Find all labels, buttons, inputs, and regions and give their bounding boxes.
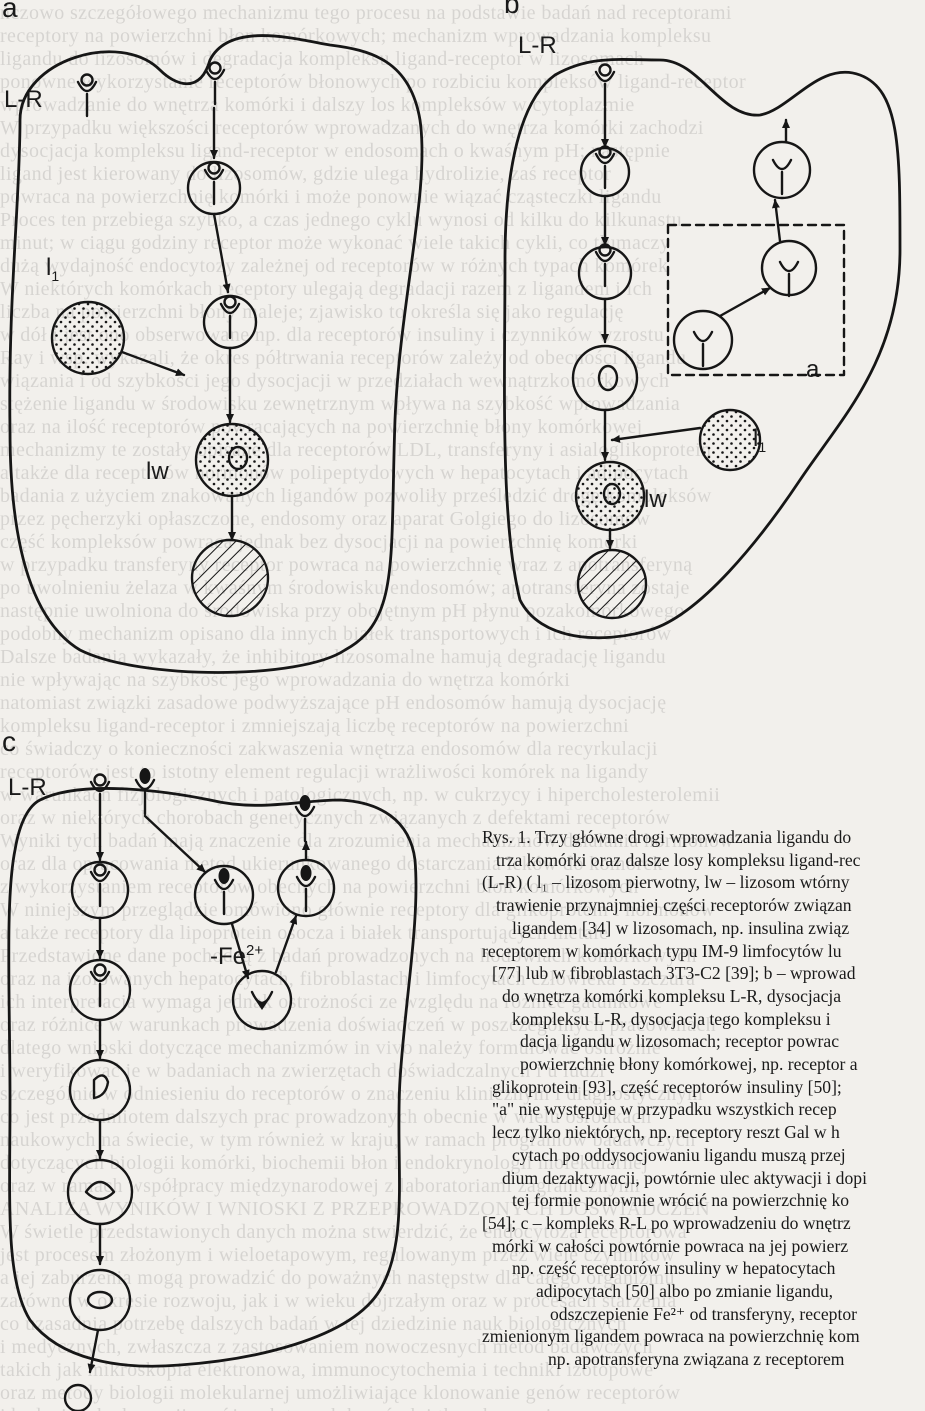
- caption-line: [77] lub w fibroblastach 3T3-C2 [39]; b …: [482, 962, 925, 985]
- caption-line: dium dezaktywacji, powtórnie ulec aktywa…: [482, 1167, 925, 1190]
- figure-caption: Rys. 1. Trzy główne drogi wprowadzania l…: [482, 826, 925, 1411]
- caption-line: cytach po oddysocjowaniu ligandu muszą p…: [482, 1144, 925, 1167]
- caption-line: odszczepienie Fe²⁺ od transferyny, recep…: [482, 1303, 925, 1326]
- panel-c: [9, 768, 416, 1411]
- caption-line: dacja ligandu w lizosomach; receptor pow…: [482, 1030, 925, 1053]
- caption-line: kompleksu L-R, dysocjacja tego kompleksu…: [482, 1008, 925, 1031]
- panel-b: [504, 59, 900, 637]
- caption-line: mórki w całości powtórnie powraca na jej…: [482, 1235, 925, 1258]
- caption-line: tej formie ponownie wrócić na powierzchn…: [482, 1189, 925, 1212]
- caption-line: powierzchnię błony komórkowej, np. recep…: [482, 1053, 925, 1076]
- caption-line: zmienionym ligandem powraca na powierzch…: [482, 1325, 925, 1348]
- caption-line: (L-R) ( l₁ – lizosom pierwotny, lw – liz…: [482, 871, 925, 894]
- panel-a: [10, 36, 422, 673]
- caption-line: receptorem w komórkach typu IM-9 limfocy…: [482, 940, 925, 963]
- caption-line: lecz tylko niektórych, np. receptory res…: [482, 1121, 925, 1144]
- caption-line: trawienie przynajmniej części receptorów…: [482, 894, 925, 917]
- caption-line: ligandem [34] w lizosomach, np. insulina…: [482, 917, 925, 940]
- caption-line: [54]; c – kompleks R-L po wprowadzeniu d…: [482, 1212, 925, 1235]
- caption-line: glikoprotein [93], część receptorów insu…: [482, 1076, 925, 1099]
- caption-line: adipocytach [50] albo po zmianie ligandu…: [482, 1280, 925, 1303]
- caption-line: "a" nie występuje w przypadku wszystkich…: [482, 1098, 925, 1121]
- caption-line: do wnętrza komórki kompleksu L-R, dysocj…: [482, 985, 925, 1008]
- caption-line: np. część receptorów insuliny w hepatocy…: [482, 1257, 925, 1280]
- caption-line: trza komórki oraz dalsze losy kompleksu …: [482, 849, 925, 872]
- caption-line: Rys. 1. Trzy główne drogi wprowadzania l…: [482, 826, 925, 849]
- caption-line: np. apotransferyna związana z receptorem: [482, 1348, 925, 1371]
